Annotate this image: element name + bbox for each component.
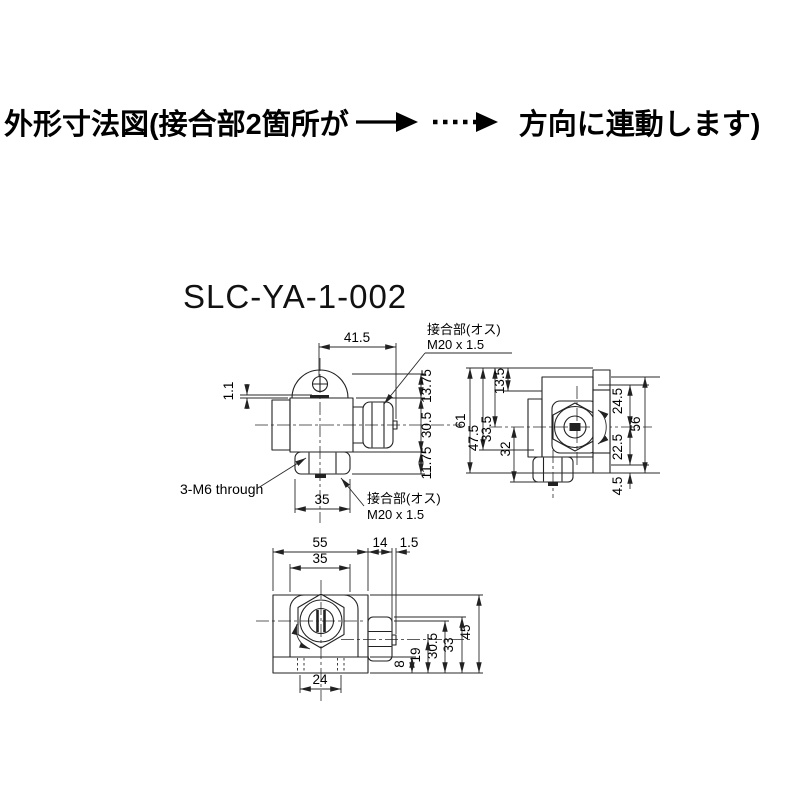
dim-bottom-19: 19 <box>408 647 423 662</box>
dim-side-56: 56 <box>628 416 643 431</box>
label-joint-top-1: 接合部(オス) <box>427 322 501 337</box>
dim-bottom-55: 55 <box>312 535 327 550</box>
page-title: 外形寸法図(接合部2箇所が 方向に連動します) <box>4 101 798 143</box>
bottom-side-connector <box>367 616 397 662</box>
dim-bottom-8: 8 <box>392 660 407 668</box>
front-view: 41.5 1.1 13.75 30.5 11.75 35 接合部(オス) M20… <box>180 322 512 523</box>
dim-bottom-14: 14 <box>372 535 388 550</box>
side-view: 61 47.5 33.5 13.5 32 24.5 22.5 56 4.5 <box>453 367 660 498</box>
dim-bottom-35: 35 <box>312 551 327 566</box>
bottom-cap-right <box>343 594 359 658</box>
front-dome-tab <box>310 395 329 398</box>
dim-side-32: 32 <box>498 441 513 456</box>
dim-side-24-5: 24.5 <box>610 388 625 414</box>
dotted-arrow-icon <box>431 109 499 135</box>
title-text-right: 方向に連動します) <box>518 109 761 141</box>
dim-side-4-5: 4.5 <box>610 477 625 496</box>
front-left-plate <box>271 399 291 451</box>
dim-side-33-5: 33.5 <box>479 416 494 442</box>
front-dimensions: 41.5 1.1 13.75 30.5 11.75 35 <box>221 330 434 513</box>
dim-side-47-5: 47.5 <box>466 425 481 451</box>
model-number: SLC-YA-1-002 <box>183 278 408 315</box>
bottom-hidden-holes <box>297 658 345 671</box>
dim-front-1-1: 1.1 <box>221 382 236 401</box>
side-flange <box>592 369 611 474</box>
front-bottom-connector <box>294 451 351 478</box>
side-bottom-connector <box>532 456 574 486</box>
dim-front-13-75: 13.75 <box>419 369 434 403</box>
front-dome <box>291 369 349 399</box>
side-dimensions: 61 47.5 33.5 13.5 32 24.5 22.5 56 4.5 <box>453 367 660 496</box>
label-joint-top-2: M20 x 1.5 <box>427 337 484 352</box>
dim-bottom-30-5: 30.5 <box>425 633 440 659</box>
dim-front-30-5: 30.5 <box>419 412 434 438</box>
dim-front-11-75: 11.75 <box>419 447 434 480</box>
bottom-view: 55 35 14 1.5 45 33 30.5 19 <box>256 535 483 701</box>
solid-arrow-icon <box>355 109 419 135</box>
bottom-centerlines <box>256 580 470 701</box>
dim-bottom-45: 45 <box>458 624 473 639</box>
bottom-cap-left <box>289 594 305 658</box>
front-side-connector <box>352 401 398 449</box>
title-text-left: 外形寸法図(接合部2箇所が <box>4 109 349 141</box>
dim-bottom-33: 33 <box>441 637 456 652</box>
dim-bottom-1-5: 1.5 <box>400 535 419 550</box>
dim-side-61: 61 <box>453 413 468 428</box>
bottom-hex-nut <box>297 593 345 649</box>
bottom-rotation-arrow <box>291 623 311 650</box>
dim-front-41-5: 41.5 <box>344 330 370 345</box>
dim-side-22-5: 22.5 <box>610 434 625 460</box>
label-joint-bottom-1: 接合部(オス) <box>367 491 441 506</box>
front-labels: 接合部(オス) M20 x 1.5 3-M6 through 接合部(オス) M… <box>180 322 512 522</box>
label-3m6-through: 3-M6 through <box>180 481 263 497</box>
dim-front-35: 35 <box>314 492 329 507</box>
rotation-arrow <box>597 409 609 445</box>
side-left-plate <box>527 398 543 458</box>
dim-side-13-5: 13.5 <box>492 368 507 394</box>
bottom-dimensions: 55 35 14 1.5 45 33 30.5 19 <box>272 535 483 693</box>
dim-bottom-24: 24 <box>312 672 328 687</box>
label-joint-bottom-2: M20 x 1.5 <box>367 507 424 522</box>
